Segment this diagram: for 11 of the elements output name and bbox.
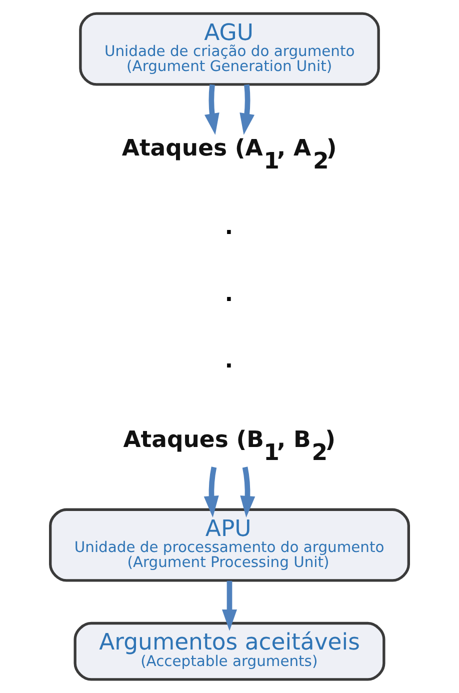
node-box: AGU Unidade de criação do argumento (Argument Generation Unit): [79, 12, 380, 86]
label: .: [224, 214, 233, 240]
node-box: Argumentos aceitáveis (Acceptable arguments): [74, 622, 386, 681]
label: .: [224, 282, 233, 307]
arrow: [240, 466, 256, 518]
arrow: [240, 84, 254, 135]
label: .: [224, 348, 233, 374]
node-box: APU Unidade de processamento do argumento (Argument Processing Unit): [49, 508, 410, 582]
arrow: [204, 84, 220, 135]
arrow: [222, 580, 238, 631]
arrow: [204, 466, 219, 518]
